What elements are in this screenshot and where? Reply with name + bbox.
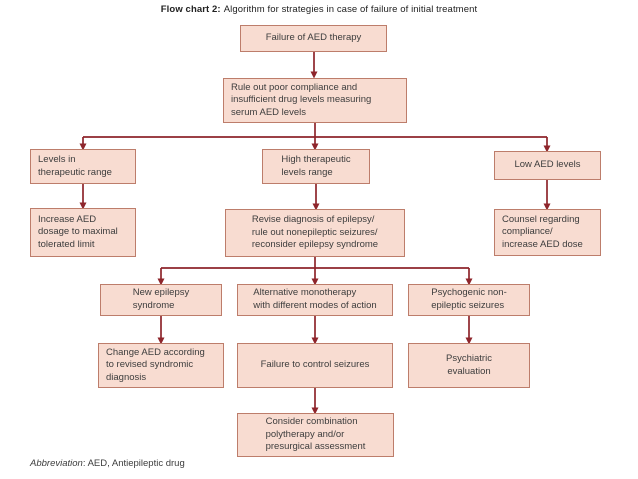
- node-label: Failure of AED therapy: [265, 32, 362, 44]
- node-label: Low AED levels: [514, 159, 581, 171]
- node-alternative-monotherapy: Alternative monotherapy with different m…: [237, 284, 393, 316]
- node-label: Revise diagnosis of epilepsy/ rule out n…: [251, 214, 379, 251]
- node-increase-aed-dosage: Increase AED dosage to maximal tolerated…: [30, 208, 136, 257]
- node-label: Change AED according to revised syndromi…: [106, 346, 205, 383]
- node-psychogenic-seizures: Psychogenic non- epileptic seizures: [408, 284, 530, 316]
- node-label: Failure to control seizures: [260, 359, 370, 371]
- node-label: Alternative monotherapy with different m…: [253, 287, 377, 311]
- node-label: Psychogenic non- epileptic seizures: [431, 287, 507, 311]
- node-label: Psychiatric evaluation: [446, 352, 492, 377]
- node-high-therapeutic-levels: High therapeutic levels range: [262, 149, 370, 184]
- node-label: New epilepsy syndrome: [132, 287, 190, 311]
- node-low-aed-levels: Low AED levels: [494, 151, 601, 180]
- figure-title-label: Flow chart 2:: [160, 4, 221, 15]
- figure-title-text: Algorithm for strategies in case of fail…: [223, 4, 478, 15]
- node-label: Levels in therapeutic range: [38, 153, 112, 178]
- node-counsel-compliance: Counsel regarding compliance/ increase A…: [494, 209, 601, 256]
- abbreviation-note: Abbreviation: AED, Antiepileptic drug: [30, 458, 185, 469]
- node-label: Increase AED dosage to maximal tolerated…: [38, 213, 118, 250]
- node-label: High therapeutic levels range: [281, 153, 351, 178]
- node-consider-combination: Consider combination polytherapy and/or …: [237, 413, 394, 457]
- node-failure-to-control: Failure to control seizures: [237, 343, 393, 388]
- node-rule-out-compliance: Rule out poor compliance and insufficien…: [223, 78, 407, 123]
- abbreviation-text: : AED, Antiepileptic drug: [82, 458, 185, 469]
- node-label: Consider combination polytherapy and/or …: [265, 416, 366, 453]
- node-label: Rule out poor compliance and insufficien…: [231, 81, 372, 118]
- node-psychiatric-evaluation: Psychiatric evaluation: [408, 343, 530, 388]
- abbreviation-label: Abbreviation: [30, 458, 83, 469]
- node-change-aed: Change AED according to revised syndromi…: [98, 343, 224, 388]
- node-revise-diagnosis: Revise diagnosis of epilepsy/ rule out n…: [225, 209, 405, 257]
- node-levels-in-therapeutic-range: Levels in therapeutic range: [30, 149, 136, 184]
- figure-title: Flow chart 2:Algorithm for strategies in…: [0, 4, 638, 15]
- node-failure-aed-therapy: Failure of AED therapy: [240, 25, 387, 52]
- node-label: Counsel regarding compliance/ increase A…: [502, 213, 583, 250]
- node-new-epilepsy-syndrome: New epilepsy syndrome: [100, 284, 222, 316]
